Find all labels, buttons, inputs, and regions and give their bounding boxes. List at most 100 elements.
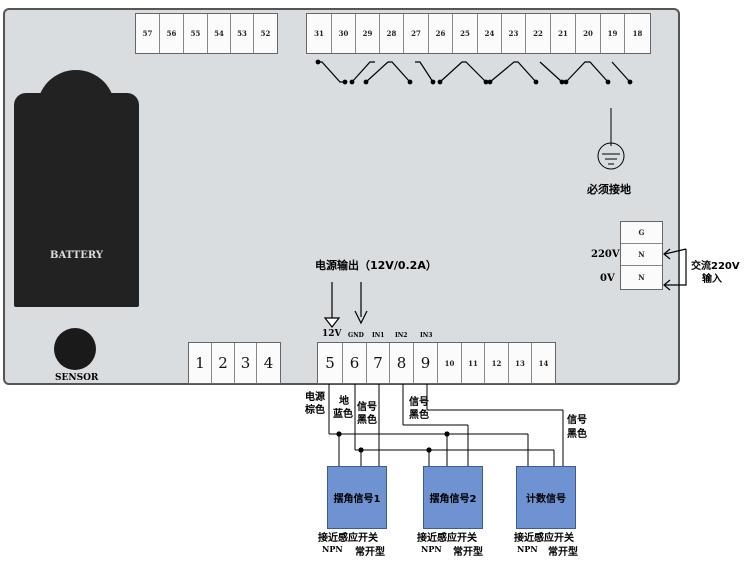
sensor-title: 摆角信号1	[333, 494, 381, 505]
bottom-terminal-strip: 5 6 7 8 9 10 11 12 13 14	[317, 342, 556, 384]
terminal-label: 5	[325, 354, 335, 372]
sensor2-caption-line1: 接近感应开关	[417, 533, 477, 544]
ac-terminal-n1: N	[621, 244, 662, 266]
power-output-label: 电源输出（12V/0.2A）	[315, 259, 437, 272]
terminal-label: 22	[533, 29, 543, 38]
terminal-8: 8	[390, 343, 414, 383]
terminal-label: 25	[460, 29, 470, 38]
terminal-label: N	[638, 250, 645, 259]
sensor1-caption-type: 常开型	[355, 547, 385, 558]
sensor2-caption-npn: NPN	[421, 544, 442, 554]
terminal-30: 30	[332, 14, 356, 53]
terminal-label: 12	[491, 358, 502, 368]
terminal-label: 53	[237, 29, 247, 38]
sensor1-caption-line1: 接近感应开关	[318, 533, 378, 544]
ac-220v-label: 220V	[591, 249, 620, 260]
terminal-9: 9	[414, 343, 438, 383]
ac-input-bracket	[663, 248, 687, 291]
bottom-left-terminal-strip: 1 2 3 4	[188, 342, 281, 384]
terminal-label: N	[638, 273, 645, 282]
terminal-13: 13	[509, 343, 532, 383]
terminal-4: 4	[257, 343, 280, 383]
terminal-label: 28	[386, 29, 397, 38]
terminal-label: 10	[444, 358, 455, 368]
terminal-21: 21	[551, 14, 576, 53]
terminal-19: 19	[601, 14, 625, 53]
pin-label-in2: IN2	[395, 332, 408, 339]
terminal-label: 27	[411, 29, 421, 38]
terminal-5: 5	[318, 343, 343, 383]
relay-contacts	[315, 59, 633, 85]
terminal-label: 29	[362, 29, 373, 38]
terminal-label: 24	[484, 29, 495, 38]
battery-icon: BATTERY	[14, 93, 139, 307]
sensor3-caption-line1: 接近感应开关	[514, 533, 574, 544]
terminal-7: 7	[367, 343, 390, 383]
terminal-label: 57	[142, 29, 153, 38]
terminal-label: 3	[240, 354, 251, 372]
terminal-label: 8	[396, 354, 407, 372]
sensor-box-swing-2: 摆角信号2	[423, 466, 483, 529]
terminal-24: 24	[478, 14, 502, 53]
sensor-title: 计数信号	[526, 494, 566, 505]
terminal-12: 12	[485, 343, 509, 383]
terminal-label: 26	[435, 29, 446, 38]
terminal-label: 55	[190, 29, 201, 38]
power-output-arrows	[323, 282, 368, 328]
wire-label-signal3-line1: 信号	[567, 415, 587, 426]
terminal-54: 54	[208, 14, 231, 53]
terminal-27: 27	[404, 14, 429, 53]
terminal-label: 19	[607, 29, 618, 38]
terminal-label: 11	[468, 358, 478, 368]
wire-junctions	[336, 431, 450, 453]
ac-terminal-g: G	[621, 222, 662, 244]
terminal-53: 53	[231, 14, 254, 53]
terminal-18: 18	[625, 14, 650, 53]
sensor1-caption-npn: NPN	[322, 544, 343, 554]
sensor2-caption-type: 常开型	[453, 547, 483, 558]
terminal-label: 31	[314, 29, 324, 38]
terminal-3: 3	[235, 343, 257, 383]
ac-0v-label: 0V	[600, 273, 615, 284]
wire-label-ground-line1: 地	[339, 396, 349, 407]
wire-label-ground-line2: 蓝色	[333, 409, 353, 420]
pin-label-gnd: GND	[348, 332, 364, 339]
terminal-14: 14	[532, 343, 555, 383]
top-right-terminal-strip: 31 30 29 28 27 26 25 24 23 22 21 20 19 1…	[306, 13, 651, 54]
ground-label: 必须接地	[587, 183, 631, 196]
terminal-label: 52	[260, 29, 271, 38]
terminal-label: 20	[583, 29, 593, 38]
terminal-label: 7	[373, 354, 383, 372]
terminal-20: 20	[576, 14, 601, 53]
ac-terminal-n2: N	[621, 266, 662, 289]
sensor-box-count: 计数信号	[516, 466, 576, 529]
terminal-23: 23	[502, 14, 526, 53]
terminal-2: 2	[212, 343, 235, 383]
terminal-label: 21	[558, 29, 568, 38]
terminal-25: 25	[453, 14, 478, 53]
terminal-26: 26	[429, 14, 453, 53]
terminal-29: 29	[356, 14, 380, 53]
sensor-title: 摆角信号2	[429, 494, 477, 505]
terminal-label: 54	[214, 29, 224, 38]
terminal-label: 1	[195, 354, 205, 372]
wire-label-signal1-line2: 黑色	[357, 415, 377, 426]
terminal-label: 14	[538, 358, 549, 368]
terminal-label: 23	[508, 29, 519, 38]
terminal-10: 10	[438, 343, 462, 383]
terminal-28: 28	[380, 14, 404, 53]
terminal-1: 1	[189, 343, 212, 383]
wire-label-signal2-line1: 信号	[409, 397, 429, 408]
terminal-56: 56	[160, 14, 184, 53]
terminal-label: 30	[338, 29, 349, 38]
ground-symbol-icon	[597, 108, 625, 170]
terminal-55: 55	[184, 14, 208, 53]
pin-label-12v: 12V	[322, 329, 342, 339]
wire-label-power-line2: 棕色	[305, 405, 325, 416]
pin-label-in3: IN3	[420, 332, 433, 339]
sensor-wires	[328, 384, 564, 467]
terminal-52: 52	[254, 14, 277, 53]
terminal-label: 4	[263, 354, 274, 372]
